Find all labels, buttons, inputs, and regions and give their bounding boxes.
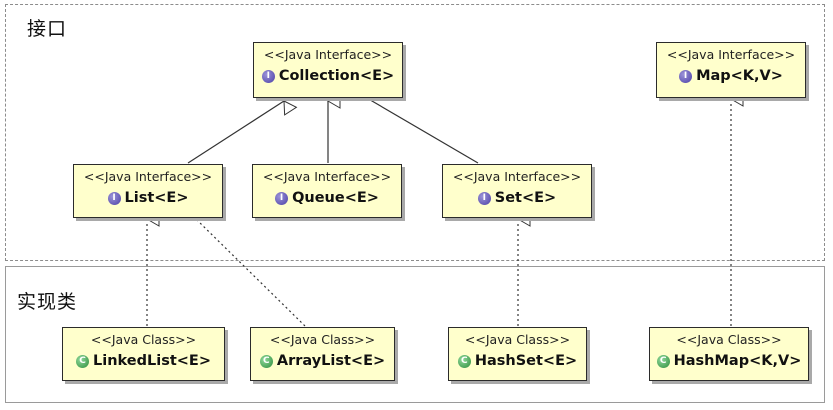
hashset-class-node[interactable]: <<Java Class>> C HashSet<E> xyxy=(448,327,587,381)
interface-icon: I xyxy=(261,69,275,83)
edge-set-collection xyxy=(371,86,479,164)
collection-name: Collection<E> xyxy=(278,68,395,84)
interface-icon: I xyxy=(107,191,121,205)
set-name: Set<E> xyxy=(494,190,557,206)
interfaces-group xyxy=(5,4,825,261)
hashset-stereotype: <<Java Class>> xyxy=(464,332,571,347)
queue-stereotype: <<Java Interface>> xyxy=(262,169,392,184)
edge-arraylist-list xyxy=(195,204,306,327)
map-stereotype: <<Java Interface>> xyxy=(666,47,796,62)
list-name: List<E> xyxy=(124,190,189,206)
class-icon: C xyxy=(457,354,471,368)
interfaces-group-label: 接口 xyxy=(27,18,68,40)
hashmap-name: HashMap<K,V> xyxy=(673,353,802,369)
linkedlist-class-node[interactable]: <<Java Class>> C LinkedList<E> xyxy=(62,327,225,381)
map-name: Map<K,V> xyxy=(696,68,783,84)
class-icon: C xyxy=(259,354,273,368)
implementations-group xyxy=(5,266,825,403)
interface-icon: I xyxy=(477,191,491,205)
arraylist-stereotype: <<Java Class>> xyxy=(269,332,376,347)
interface-icon: I xyxy=(679,69,693,83)
set-interface-node[interactable]: <<Java Interface>> I Set<E> xyxy=(442,164,592,218)
linkedlist-stereotype: <<Java Class>> xyxy=(90,332,197,347)
interface-icon: I xyxy=(275,191,289,205)
class-icon: C xyxy=(76,354,89,368)
map-interface-node[interactable]: <<Java Interface>> I Map<K,V> xyxy=(656,42,806,98)
hashset-name: HashSet<E> xyxy=(474,353,578,369)
arraylist-name: ArrayList<E> xyxy=(276,353,386,369)
queue-interface-node[interactable]: <<Java Interface>> I Queue<E> xyxy=(252,164,402,218)
edge-list-collection xyxy=(187,100,298,164)
collection-interface-node[interactable]: <<Java Interface>> I Collection<E> xyxy=(253,42,403,98)
set-stereotype: <<Java Interface>> xyxy=(452,169,582,184)
class-icon: C xyxy=(656,354,670,368)
hashmap-stereotype: <<Java Class>> xyxy=(676,332,782,347)
implementations-group-label: 实现类 xyxy=(17,291,78,313)
queue-name: Queue<E> xyxy=(292,190,379,206)
linkedlist-name: LinkedList<E> xyxy=(93,353,211,369)
collection-stereotype: <<Java Interface>> xyxy=(263,47,393,62)
list-stereotype: <<Java Interface>> xyxy=(83,169,213,184)
hashmap-class-node[interactable]: <<Java Class>> C HashMap<K,V> xyxy=(649,327,809,381)
arraylist-class-node[interactable]: <<Java Class>> C ArrayList<E> xyxy=(250,327,395,381)
list-interface-node[interactable]: <<Java Interface>> I List<E> xyxy=(73,164,223,218)
